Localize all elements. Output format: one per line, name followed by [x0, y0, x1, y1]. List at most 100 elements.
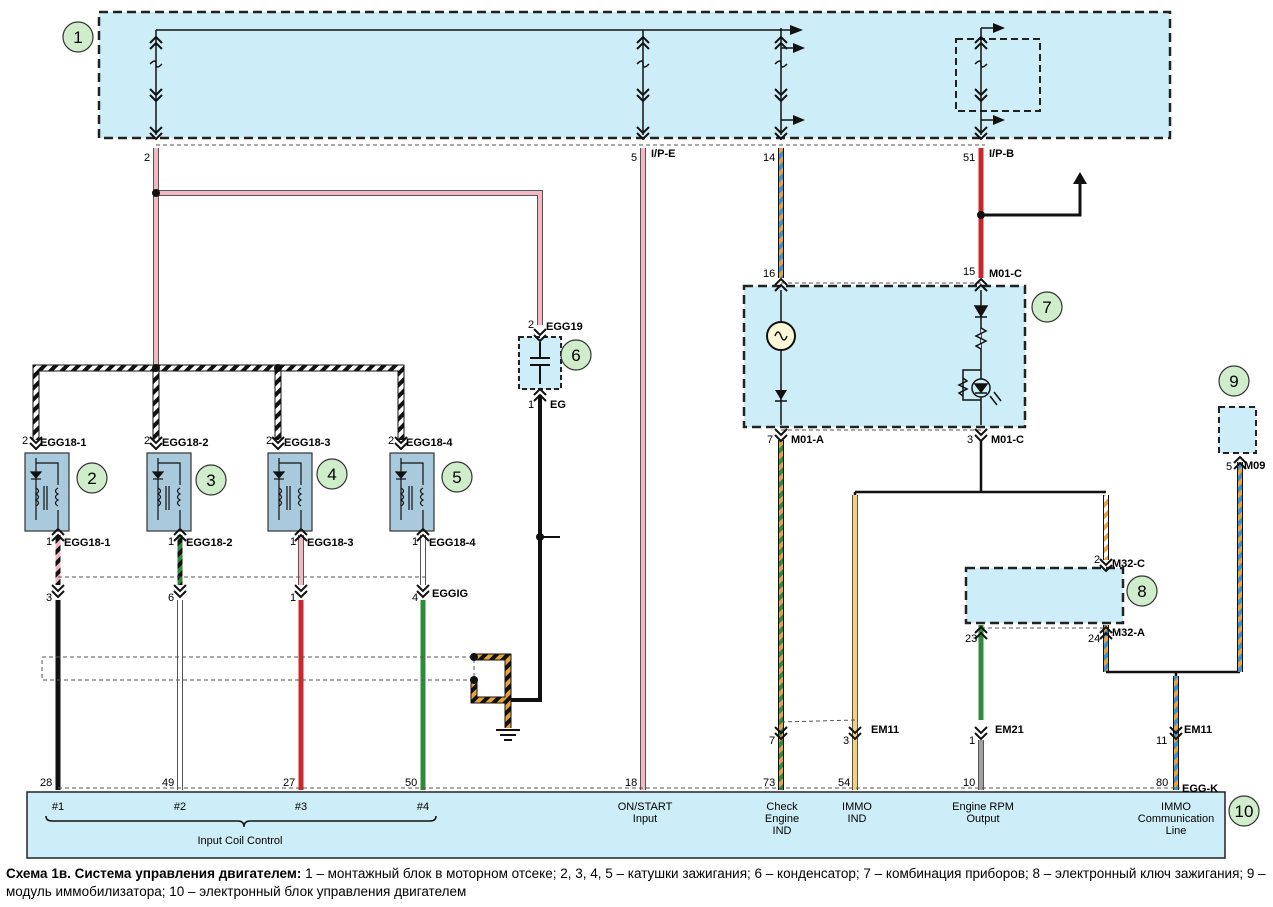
ecu-pin-name: #3: [295, 801, 307, 813]
connector-chevron: [394, 442, 408, 451]
ground-icon: [496, 729, 520, 741]
coil-winding: [399, 487, 405, 507]
pin-label: 2: [22, 435, 28, 447]
coil-winding: [176, 487, 182, 507]
coil-winding: [156, 487, 162, 507]
connector-chevron: [51, 590, 65, 599]
pin-label: 28: [40, 777, 52, 789]
ecu-pin-name: ON/START: [618, 801, 673, 813]
ecu-pin-name: #4: [417, 801, 429, 813]
callout-circle: [1228, 795, 1260, 827]
ignition-key-module: [964, 566, 1125, 625]
immobilizer-module: [1218, 406, 1257, 454]
callout-circle: [1218, 365, 1250, 397]
connector-label: EGG19: [546, 321, 583, 333]
connector-chevron: [774, 94, 788, 103]
connector-label: EGG-K: [1182, 783, 1218, 795]
connector-label: M32-C: [1112, 558, 1145, 570]
pin-label: 1: [290, 592, 296, 604]
connector-label: EGGIG: [432, 588, 468, 600]
connector-chevron: [51, 527, 65, 536]
connector-chevron: [416, 590, 430, 599]
connector-chevron: [294, 527, 308, 536]
connector-dashes: [41, 144, 1180, 789]
connector-chevron: [974, 726, 988, 735]
ecu-pin-name: IND: [773, 825, 792, 837]
coil-wire: [158, 462, 181, 485]
connector-label: M32-A: [1112, 627, 1145, 639]
diode-icon: [29, 471, 43, 479]
connector-chevron: [774, 132, 788, 141]
caption-title: Схема 1в. Система управления двигателем:: [6, 866, 302, 881]
connector-chevron: [294, 590, 308, 599]
ecu-pin-name: Engine RPM: [952, 801, 1014, 813]
pin-label: 1: [168, 536, 174, 548]
connector-chevron: [774, 428, 788, 437]
callout-number: 9: [1229, 372, 1238, 391]
connector-chevron: [149, 126, 163, 135]
callout-number: 6: [571, 346, 580, 365]
connector-label: M09: [1244, 460, 1265, 472]
wires: [32, 148, 1243, 790]
connector-chevron: [394, 436, 408, 445]
callout-number: 5: [452, 468, 461, 487]
connector-chevron: [774, 41, 788, 50]
pin-label: 23: [965, 633, 977, 645]
capacitor-icon: [530, 342, 550, 384]
connector-chevron: [636, 41, 650, 50]
pin-label: 49: [162, 777, 174, 789]
connector-chevron: [173, 533, 187, 542]
pin-label: 2: [144, 152, 150, 164]
pin-label: 7: [767, 434, 773, 446]
connector-chevron: [636, 35, 650, 44]
ecu-panel: [26, 791, 1226, 859]
connector-label: EGG18-1: [64, 537, 110, 549]
ecu-pin-name: Communication: [1138, 813, 1214, 825]
coil-winding: [297, 487, 303, 507]
connector-chevron: [1233, 461, 1247, 470]
connector-chevron: [149, 436, 163, 445]
connector-chevron: [416, 533, 430, 542]
pin-label: 1: [412, 536, 418, 548]
connector-label: I/P-E: [651, 148, 675, 160]
callout-circle: [76, 462, 108, 494]
connector-chevron: [149, 442, 163, 451]
ecu-pin-name: IMMO: [842, 801, 872, 813]
connector-chevron: [1233, 455, 1247, 464]
coil-winding: [54, 487, 60, 507]
connector-chevron: [294, 584, 308, 593]
callout-circle: [195, 464, 227, 496]
pin-label: 2: [1094, 554, 1100, 566]
engine-fuse-box: [97, 10, 1172, 140]
ecu-group-label: Input Coil Control: [198, 835, 283, 847]
connector-chevron: [848, 732, 862, 741]
connector-chevron: [974, 277, 988, 286]
pin-label: 3: [967, 434, 973, 446]
connector-chevron: [1099, 564, 1113, 573]
connector-chevron: [848, 726, 862, 735]
pin-label: 54: [838, 777, 850, 789]
callout-number: 10: [1235, 802, 1254, 821]
fuse-symbols: [149, 60, 988, 68]
diode-icon: [151, 471, 165, 479]
callout-number: 3: [206, 471, 215, 490]
connector-chevron: [974, 283, 988, 292]
diode-icon: [272, 471, 286, 479]
pin-label: 11: [1156, 735, 1167, 747]
connector-chevron: [149, 132, 163, 141]
connector-chevron: [1099, 631, 1113, 640]
callout-circle: [1031, 291, 1063, 323]
connector-chevrons: [29, 35, 1247, 741]
connector-chevron: [774, 126, 788, 135]
pin-label: 6: [168, 592, 174, 604]
callout-circle: [316, 458, 348, 490]
connector-chevron: [1169, 726, 1183, 735]
coil-wire: [401, 462, 424, 485]
pin-label: 3: [46, 592, 52, 604]
connector-label: EM11: [1184, 724, 1212, 736]
callout-circle: [560, 339, 592, 371]
connector-chevron: [173, 590, 187, 599]
connector-chevron: [149, 35, 163, 44]
